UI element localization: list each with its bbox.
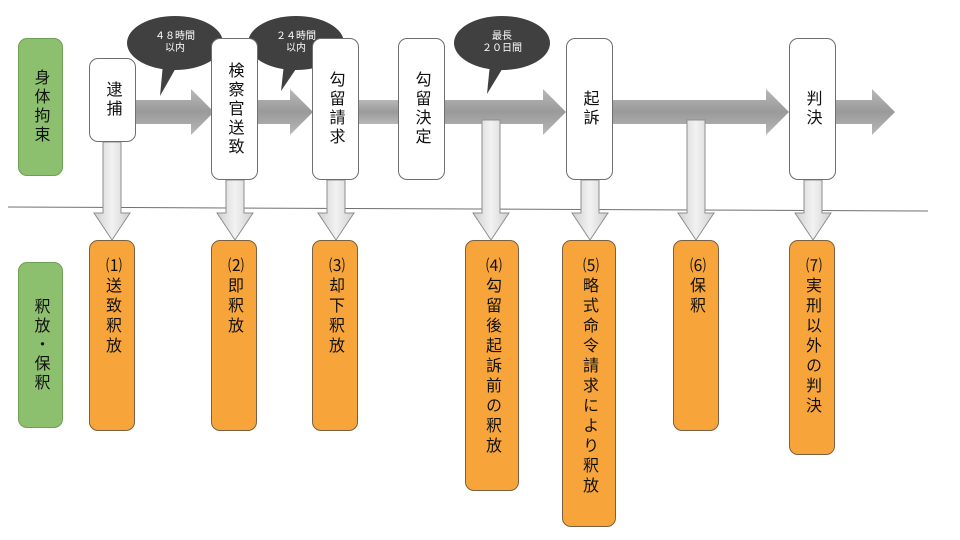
main-arrow-1 — [134, 89, 214, 135]
stage-prosecutor-referral-label: 検察官送致 — [225, 61, 245, 157]
outcome-2: ⑵即釈放 — [211, 240, 257, 431]
stage-detention-request: 勾留請求 — [312, 38, 359, 180]
row-label-release: 釈放・保釈 — [18, 262, 63, 428]
stage-detention-request-label: 勾留請求 — [326, 71, 346, 147]
outcome-1-label: ⑴送致釈放 — [103, 257, 122, 357]
time-limit-20d: 最長 ２０日間 — [462, 28, 542, 58]
outcome-1: ⑴送致釈放 — [89, 240, 135, 431]
outcome-7: ⑺実刑以外の判決 — [789, 240, 835, 455]
time-limit-48h-line1: ４８時間 — [155, 31, 195, 42]
stage-detention-decision: 勾留決定 — [398, 38, 445, 180]
outcome-3: ⑶却下釈放 — [312, 240, 358, 431]
stage-prosecutor-referral: 検察官送致 — [211, 38, 258, 180]
down-arrow-2 — [216, 179, 254, 241]
outcome-6-label: ⑹保釈 — [687, 257, 706, 317]
outcome-5-label: ⑸略式命令請求により釈放 — [580, 257, 599, 497]
row-label-custody-text: 身体拘束 — [31, 69, 51, 145]
bubble-shape-20d — [454, 16, 550, 94]
stage-judgment-label: 判決 — [803, 90, 823, 128]
main-arrow-6 — [834, 89, 895, 135]
outcome-7-label: ⑺実刑以外の判決 — [803, 257, 822, 417]
stage-judgment: 判決 — [789, 38, 836, 180]
stage-arrest-label: 逮捕 — [103, 81, 123, 119]
outcome-4: ⑷勾留後起訴前の釈放 — [465, 240, 519, 491]
time-limit-48h-line2: 以内 — [165, 43, 185, 54]
down-arrow-6 — [677, 119, 715, 241]
stage-indictment: 起訴 — [566, 38, 613, 180]
outcome-4-label: ⑷勾留後起訴前の釈放 — [483, 257, 502, 457]
outcome-3-label: ⑶却下釈放 — [326, 257, 345, 357]
down-arrow-7 — [794, 179, 832, 241]
down-arrow-5 — [571, 179, 609, 241]
time-limit-48h: ４８時間 以内 — [135, 28, 215, 58]
time-limit-24h: ２４時間 以内 — [256, 28, 336, 58]
outcome-6: ⑹保釈 — [673, 240, 719, 431]
time-limit-24h-line1: ２４時間 — [276, 31, 316, 42]
stage-indictment-label: 起訴 — [580, 90, 600, 128]
time-limit-20d-line1: 最長 — [492, 31, 512, 42]
time-limit-20d-line2: ２０日間 — [482, 43, 522, 54]
down-arrow-1 — [93, 141, 131, 241]
main-arrow-4 — [444, 89, 566, 135]
main-arrow-5 — [611, 89, 789, 135]
main-arrow-3 — [357, 100, 400, 124]
down-arrow-4 — [472, 119, 510, 241]
row-label-release-text: 釈放・保釈 — [31, 297, 51, 393]
main-arrow-2 — [258, 89, 313, 135]
time-limit-24h-line2: 以内 — [286, 43, 306, 54]
stage-detention-decision-label: 勾留決定 — [412, 71, 432, 147]
outcome-2-label: ⑵即釈放 — [225, 257, 244, 337]
outcome-5: ⑸略式命令請求により釈放 — [562, 240, 616, 527]
row-divider — [7, 206, 929, 212]
stage-arrest: 逮捕 — [89, 58, 136, 142]
bubble-shape-48h — [127, 16, 223, 96]
down-arrow-3 — [317, 179, 355, 241]
row-label-custody: 身体拘束 — [18, 38, 63, 176]
